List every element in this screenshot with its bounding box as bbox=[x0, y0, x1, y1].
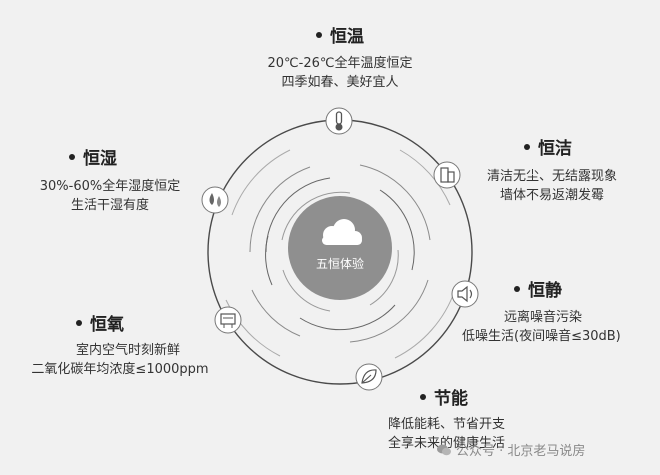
leaf-icon bbox=[355, 363, 383, 391]
thermometer-icon bbox=[325, 107, 353, 135]
feature-title: 恒湿 bbox=[83, 149, 117, 169]
feature-title: 节能 bbox=[434, 389, 468, 409]
feature-desc-line: 30%-60%全年湿度恒定 bbox=[39, 179, 181, 194]
cloud-icon bbox=[322, 219, 362, 245]
feature-jie-neng: 节能 降低能耗、节省开支 全享未来的健康生活 bbox=[388, 384, 568, 453]
feature-desc-line: 墙体不易返潮发霉 bbox=[500, 188, 605, 203]
feature-desc-line: 四季如春、美好宜人 bbox=[281, 75, 399, 90]
feature-desc-line: 远离噪音污染 bbox=[504, 310, 583, 325]
center-label: 五恒体验 bbox=[316, 256, 364, 271]
bullet-dot bbox=[524, 143, 530, 150]
droplets-icon bbox=[201, 186, 229, 214]
decorative-arcs bbox=[225, 149, 456, 359]
feature-desc-line: 低噪生活(夜间噪音≤30dB) bbox=[462, 329, 621, 344]
feature-desc-line: 室内空气时刻新鲜 bbox=[75, 343, 180, 358]
air-vent-icon bbox=[214, 306, 242, 334]
feature-title: 恒静 bbox=[528, 281, 562, 301]
bullet-dot bbox=[420, 393, 426, 400]
feature-desc-line: 降低能耗、节省开支 bbox=[388, 417, 506, 432]
feature-heng-jie: 恒洁 清洁无尘、无结露现象 墙体不易返潮发霉 bbox=[487, 134, 652, 205]
wechat-icon bbox=[437, 444, 451, 455]
speaker-icon bbox=[451, 280, 479, 308]
feature-desc-line: 二氧化碳年均浓度≤1000ppm bbox=[31, 362, 209, 377]
bullet-dot bbox=[76, 319, 82, 326]
feature-title: 恒洁 bbox=[538, 139, 572, 159]
center-circle bbox=[288, 196, 392, 300]
feature-title: 恒氧 bbox=[90, 315, 124, 335]
building-icon bbox=[433, 161, 461, 189]
watermark-text: 公众号 · 北京老马说房 bbox=[456, 444, 586, 459]
feature-heng-jing: 恒静 远离噪音污染 低噪生活(夜间噪音≤30dB) bbox=[462, 276, 654, 346]
feature-heng-yang: 恒氧 室内空气时刻新鲜 二氧化碳年均浓度≤1000ppm bbox=[20, 310, 220, 379]
bullet-dot bbox=[316, 31, 322, 38]
watermark: 公众号 · 北京老马说房 bbox=[436, 440, 585, 459]
feature-desc-line: 清洁无尘、无结露现象 bbox=[487, 169, 618, 184]
feature-desc-line: 全享未来的健康生活 bbox=[388, 436, 506, 451]
feature-desc-line: 20℃-26℃全年温度恒定 bbox=[267, 56, 413, 71]
feature-desc-line: 生活干湿有度 bbox=[70, 198, 149, 213]
bullet-dot bbox=[514, 285, 520, 292]
bullet-dot bbox=[69, 153, 75, 160]
feature-heng-shi: 恒湿 30%-60%全年湿度恒定 生活干湿有度 bbox=[20, 144, 200, 215]
feature-title: 恒温 bbox=[330, 27, 364, 47]
feature-heng-wen: 恒温 20℃-26℃全年温度恒定 四季如春、美好宜人 bbox=[240, 22, 440, 92]
